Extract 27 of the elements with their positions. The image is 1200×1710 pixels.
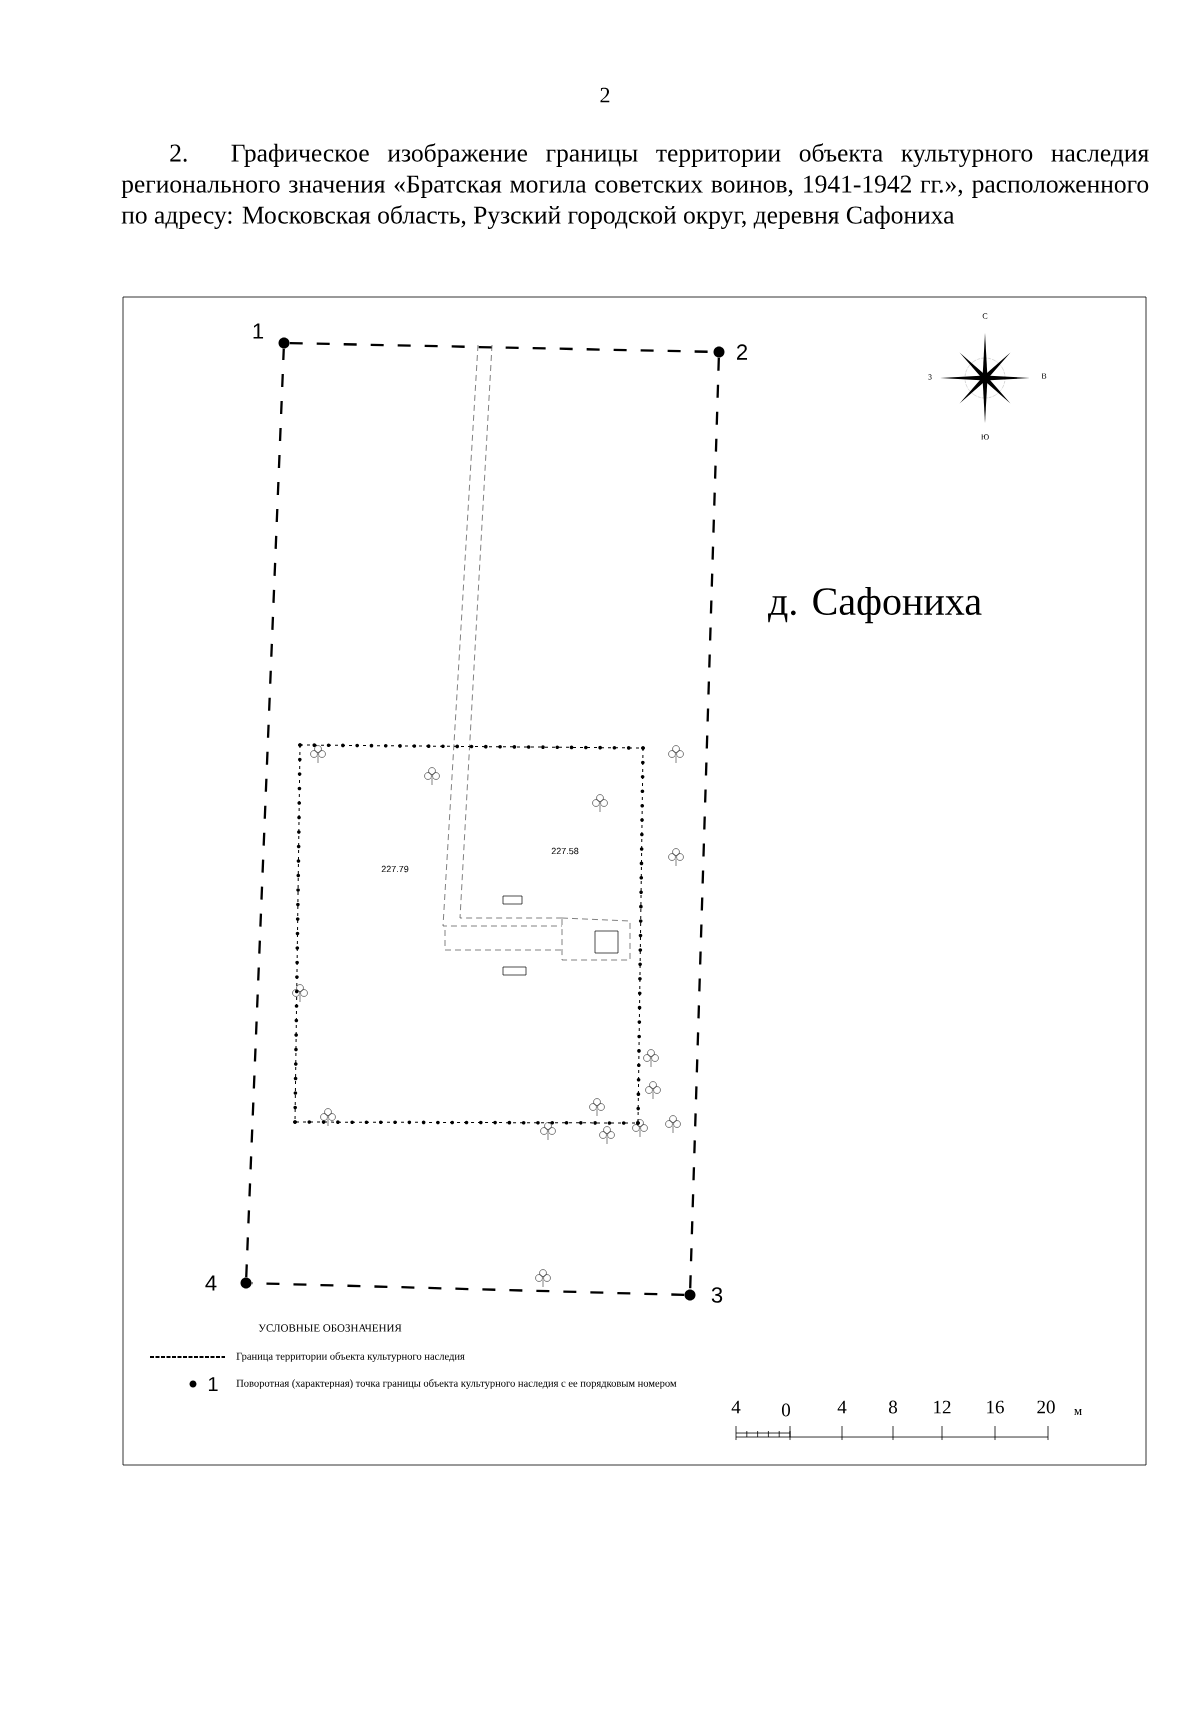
compass-letter: В [1041, 373, 1047, 379]
legend-point-number: 1 [208, 1377, 218, 1391]
legend-text: Граница территории объекта культурного наследия [236, 1352, 465, 1362]
boundary-line [245, 348, 285, 1278]
village-name: д. Сафониха [767, 586, 982, 624]
compass-letter: З [928, 374, 932, 380]
scale-unit: м [1074, 1409, 1082, 1415]
legend-text: Поворотная (характерная) точка границы объекта культурного наследия с ее порядковым номером [236, 1379, 677, 1389]
scale-number: 4 [731, 1400, 741, 1414]
scale-number: 0 [782, 1403, 790, 1417]
point-number: 3 [711, 1287, 723, 1303]
boundary-line [689, 357, 720, 1290]
scale-number: 20 [1037, 1400, 1055, 1414]
title-text: 2. Графическое изображение границы территории объекта культурного наследия регионального значения «Братская могила советских воинов, 1941-1942 гг.», расположенного по адресу: Московская область, Рузский городской округ, деревня Сафониха [121, 143, 1149, 229]
point-number: 1 [253, 323, 264, 339]
compass-letter: Ю [981, 434, 989, 440]
compass-letter: С [982, 313, 988, 319]
spot-height: 227.79 [381, 865, 409, 873]
scale-number: 16 [987, 1400, 1004, 1414]
scale-number: 4 [837, 1400, 847, 1414]
spot-height: 227.58 [551, 847, 579, 855]
scale-number: 8 [889, 1400, 898, 1414]
scale-number: 12 [934, 1400, 951, 1414]
point-number: 2 [737, 344, 748, 360]
page-number: 2 [600, 87, 610, 103]
point-number: 4 [205, 1275, 217, 1291]
legend-heading: УСЛОВНЫЕ ОБОЗНАЧЕНИЯ [258, 1324, 402, 1332]
